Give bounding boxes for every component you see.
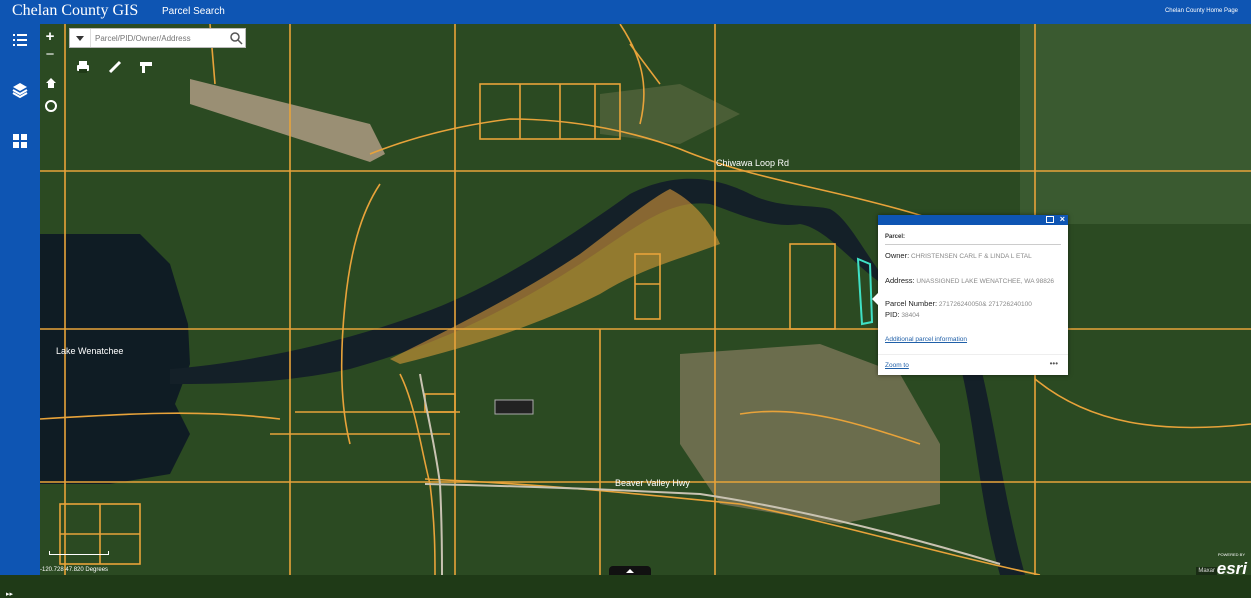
zoom-out-button[interactable]: − <box>45 46 55 63</box>
grid-icon <box>13 134 27 148</box>
county-home-link[interactable]: Chelan County Home Page <box>1164 8 1238 14</box>
home-button[interactable] <box>46 78 56 88</box>
print-icon <box>77 61 89 73</box>
list-icon <box>13 34 27 46</box>
additional-info-link[interactable]: Additional parcel information <box>885 336 968 343</box>
address-label: Address: <box>885 276 915 285</box>
pid-value: 38404 <box>901 312 920 319</box>
pencil-icon <box>108 60 122 74</box>
open-terrain <box>680 344 940 524</box>
owner-label: Owner: <box>885 251 910 260</box>
clearing <box>600 84 740 144</box>
forest-clearing <box>1020 24 1251 224</box>
sidebar: ▸▸ <box>0 24 40 598</box>
sidebar-expand-button[interactable]: ▸▸ <box>6 591 14 598</box>
river <box>170 178 895 384</box>
esri-logo: esri <box>1216 559 1247 575</box>
caret-down-icon <box>76 36 84 41</box>
satellite-map <box>40 24 1251 575</box>
measure-icon <box>140 62 152 73</box>
imagery-attribution: Maxar <box>1196 567 1217 575</box>
parcel-number-row: Parcel Number: 271726240050& 27172624010… <box>885 299 1063 310</box>
owner-value: CHRISTENSEN CARL F & LINDA L ETAL <box>911 253 1032 260</box>
selected-parcel-outline <box>856 257 874 326</box>
parcel-number-label: Parcel Number: <box>885 299 938 308</box>
lake-wenatchee <box>40 234 190 484</box>
bottom-panel-toggle[interactable] <box>609 566 651 575</box>
airstrip <box>190 79 385 162</box>
maximize-icon[interactable] <box>1046 216 1054 223</box>
popup-title: Parcel: <box>885 234 906 240</box>
riverfront-subdivision <box>390 189 720 364</box>
home-icon <box>46 78 56 88</box>
building <box>494 399 534 415</box>
search-button[interactable] <box>229 31 243 45</box>
app-subtitle: Parcel Search <box>162 6 225 17</box>
parcel-number-value: 271726240050& 271726240100 <box>938 301 1032 308</box>
coordinate-readout: -120.728 47.820 Degrees <box>40 567 109 573</box>
road-label-beaver-valley: Beaver Valley Hwy <box>615 478 690 488</box>
road-label-chiwawa: Chiwawa Loop Rd <box>716 158 790 168</box>
app-title: Chelan County GIS <box>12 2 139 19</box>
parcel-popup: × Parcel: Owner: CHRISTENSEN CARL F & LI… <box>872 214 1068 375</box>
locate-button[interactable] <box>45 100 57 112</box>
zoom-to-link[interactable]: Zoom to <box>885 362 909 369</box>
measure-button[interactable] <box>139 60 153 74</box>
pid-label: PID: <box>885 310 900 319</box>
pid-row: PID: 38404 <box>885 310 1063 321</box>
more-options-button[interactable]: ••• <box>1049 359 1058 368</box>
roads <box>419 373 1001 575</box>
owner-row: Owner: CHRISTENSEN CARL F & LINDA L ETAL <box>885 251 1063 262</box>
search-icon <box>230 32 243 45</box>
popup-header: × <box>878 214 1068 225</box>
lake-label: Lake Wenatchee <box>56 346 124 356</box>
zoom-in-button[interactable]: + <box>45 28 55 45</box>
legend-list-button[interactable] <box>10 30 30 50</box>
river-east <box>960 364 1025 575</box>
popup-footer-divider <box>878 354 1068 355</box>
address-row: Address: UNASSIGNED LAKE WENATCHEE, WA 9… <box>885 276 1063 287</box>
layers-icon <box>12 83 28 99</box>
print-button[interactable] <box>76 60 90 74</box>
popup-pointer <box>872 293 878 305</box>
powered-by-label: POWERED BY <box>1217 552 1245 557</box>
app-header: Chelan County GIS Parcel Search Chelan C… <box>0 0 1251 24</box>
layers-button[interactable] <box>10 80 30 100</box>
basemap-gallery-button[interactable] <box>10 131 30 151</box>
scale-bar <box>49 551 109 555</box>
popup-divider <box>885 244 1061 245</box>
search-input[interactable] <box>91 30 232 46</box>
draw-button[interactable] <box>108 60 122 74</box>
search-source-dropdown[interactable] <box>70 29 91 47</box>
search-widget <box>69 28 246 48</box>
close-icon[interactable]: × <box>1059 214 1065 224</box>
chevron-up-icon <box>626 569 634 573</box>
address-value: UNASSIGNED LAKE WENATCHEE, WA 98826 <box>916 278 1055 285</box>
map-view[interactable]: Lake Wenatchee Chiwawa Loop Rd Beaver Va… <box>40 24 1251 575</box>
